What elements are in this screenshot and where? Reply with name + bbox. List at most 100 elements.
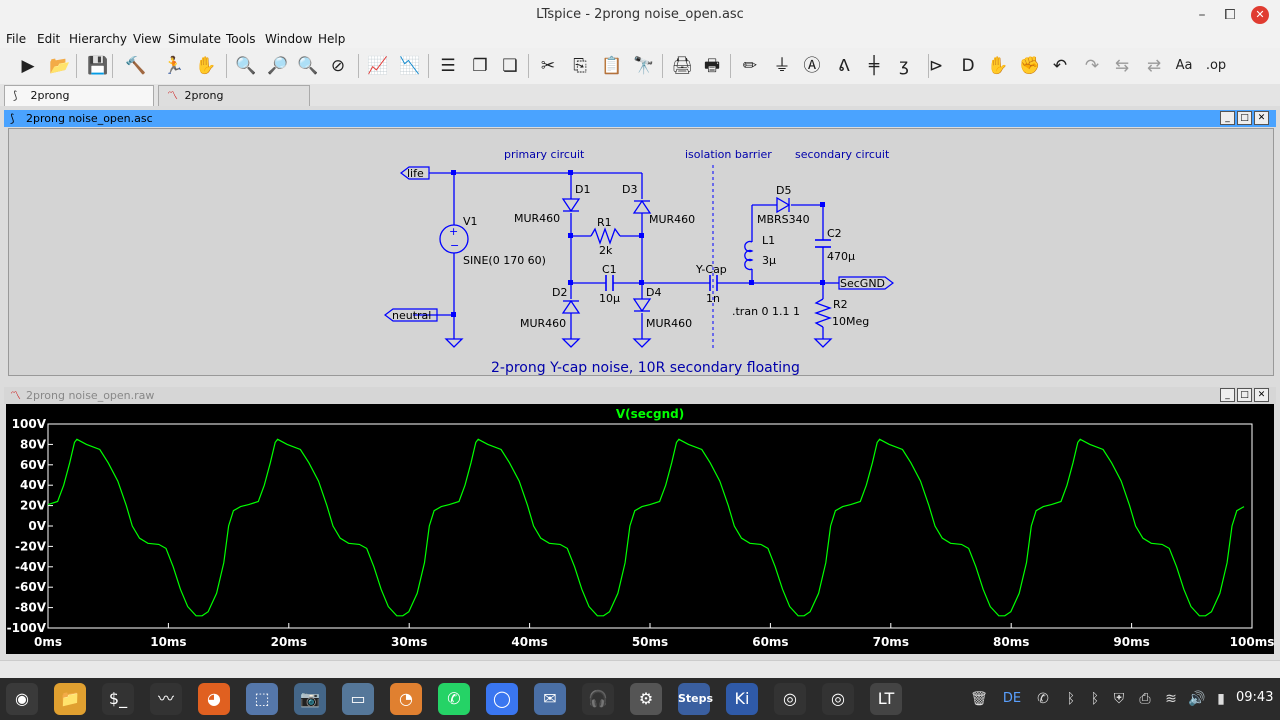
firefox-icon[interactable]: ◕ (198, 683, 230, 715)
tab-waveform[interactable]: 〽 2prong noise_open.raw (158, 85, 310, 122)
waveform-window-titlebar[interactable]: 〽 2prong noise_open.raw _ □ ✕ (4, 387, 1276, 404)
diodes[interactable] (561, 196, 791, 314)
terminal-icon[interactable]: $_ (102, 683, 134, 715)
tab-schematic[interactable]: ⟆ 2prong noise_open.asc (4, 85, 154, 122)
menu-file[interactable]: File (6, 32, 27, 46)
mdi-close-icon[interactable]: ✕ (1254, 388, 1269, 402)
schematic-canvas[interactable]: + − life neutral SecGND (8, 128, 1274, 376)
trace-vsecgnd[interactable] (47, 438, 1245, 617)
keyboard-layout[interactable]: DE (1002, 691, 1022, 706)
copy-icon[interactable]: ⎘ (573, 56, 587, 76)
clock[interactable]: 09:43 (1236, 690, 1274, 705)
steps-icon[interactable]: Steps (678, 683, 713, 715)
menu-view[interactable]: View (133, 32, 162, 46)
component-icon[interactable]: D (961, 56, 975, 76)
tile-horizontal-icon[interactable]: ☰ (440, 56, 456, 76)
run-icon[interactable]: ▶ (21, 56, 35, 76)
screenshot-icon[interactable]: ⬚ (246, 683, 278, 715)
mdi-minimize-icon[interactable]: _ (1220, 111, 1235, 125)
zoom-area-icon[interactable]: 🔎 (267, 56, 289, 76)
signal-icon[interactable]: ◯ (486, 683, 518, 715)
drive-icon[interactable]: ▭ (342, 683, 374, 715)
text-icon[interactable]: Aa (1175, 58, 1193, 73)
print-preview-icon[interactable]: 🖶 (703, 56, 721, 76)
inductor-icon[interactable]: ʒ (899, 56, 909, 76)
ground-icon[interactable]: ⏚ (773, 56, 791, 76)
ltspice-icon[interactable]: LT (870, 683, 902, 715)
resistor-icon[interactable]: ᕕ (838, 56, 850, 76)
whatsapp-tray-icon[interactable]: ✆ (1037, 691, 1049, 707)
find-icon[interactable]: 🔭 (633, 56, 655, 76)
d3-ref: D3 (622, 183, 637, 196)
rotate-icon[interactable]: ⇆ (1114, 56, 1130, 76)
spice-directive-icon[interactable]: .op (1205, 58, 1227, 73)
trace-label-vsecgnd[interactable]: V(secgnd) (616, 407, 684, 421)
mirror-icon[interactable]: ⇄ (1146, 56, 1162, 76)
fft-icon[interactable]: 📉 (399, 56, 421, 76)
bluetooth-icon[interactable]: ᛒ (1066, 691, 1076, 707)
mdi-maximize-icon[interactable]: □ (1237, 111, 1252, 125)
move-icon[interactable]: ✋ (987, 56, 1009, 76)
save-icon[interactable]: 💾 (87, 56, 109, 76)
minimize-icon[interactable]: – (1198, 7, 1206, 23)
mdi-minimize-icon[interactable]: _ (1220, 388, 1235, 402)
kicad-icon[interactable]: Ki (726, 683, 758, 715)
volume-icon[interactable]: 🔊 (1188, 691, 1206, 707)
diode-icon[interactable]: ⊳ (928, 56, 944, 76)
capacitor-icon[interactable]: ╪ (868, 56, 880, 76)
maximize-icon[interactable]: ⧠ (1224, 7, 1236, 23)
draw-wire-icon[interactable]: ✏ (742, 56, 758, 76)
paste-icon[interactable]: 📋 (601, 56, 623, 76)
schematic-window-titlebar[interactable]: ⟆ 2prong noise_open.asc _ □ ✕ (4, 110, 1276, 127)
webcam-icon[interactable]: ◎ (774, 683, 806, 715)
menu-hierarchy[interactable]: Hierarchy (69, 32, 128, 46)
autorange-icon[interactable]: 📈 (367, 56, 389, 76)
control-panel-icon[interactable]: 🔨 (125, 56, 147, 76)
printer-icon[interactable]: ⎙ (1139, 691, 1151, 707)
trash-icon[interactable]: 🗑 (970, 691, 988, 707)
zoom-out-icon[interactable]: 🔍 (297, 56, 319, 76)
halt-icon[interactable]: 🏃 (163, 56, 185, 76)
settings-icon[interactable]: ⚙ (630, 683, 662, 715)
menu-edit[interactable]: Edit (37, 32, 61, 46)
print-icon[interactable]: 🖨 (671, 56, 693, 76)
headphones-icon[interactable]: 🎧 (582, 683, 614, 715)
close-windows-icon[interactable]: ❏ (502, 56, 518, 76)
mdi-maximize-icon[interactable]: □ (1237, 388, 1252, 402)
menu-help[interactable]: Help (318, 32, 346, 46)
files-icon[interactable]: 📁 (54, 683, 86, 715)
mail-icon[interactable]: ✉ (534, 683, 566, 715)
ycap-value: 1n (706, 292, 720, 305)
pan-icon[interactable]: ✋ (195, 56, 217, 76)
webcam2-icon[interactable]: ◎ (822, 683, 854, 715)
zoom-in-icon[interactable]: 🔍 (235, 56, 257, 76)
shield-icon[interactable]: ⛨ (1113, 691, 1125, 707)
mdi-close-icon[interactable]: ✕ (1254, 111, 1269, 125)
mint-menu-icon[interactable]: ◉ (6, 683, 38, 715)
drag-icon[interactable]: ✊ (1019, 56, 1041, 76)
blender-icon[interactable]: ◔ (390, 683, 422, 715)
system-monitor-icon[interactable]: 〰 (150, 683, 182, 715)
redo-icon[interactable]: ↷ (1084, 56, 1100, 76)
label-net-icon[interactable]: Ⓐ (803, 56, 821, 76)
cut-icon[interactable]: ✂ (540, 56, 556, 76)
voltage-source-v1[interactable]: + − (439, 224, 469, 254)
wifi-icon[interactable]: ≋ (1165, 691, 1177, 707)
menu-tools[interactable]: Tools (226, 32, 256, 46)
bluetooth2-icon[interactable]: ᛒ (1090, 691, 1100, 707)
cascade-icon[interactable]: ❐ (472, 56, 488, 76)
camera-icon[interactable]: 📷 (294, 683, 326, 715)
whatsapp-icon[interactable]: ✆ (438, 683, 470, 715)
close-icon[interactable]: ✕ (1251, 6, 1269, 24)
menu-simulate[interactable]: Simulate (168, 32, 222, 46)
d4-ref: D4 (646, 286, 661, 299)
undo-icon[interactable]: ↶ (1052, 56, 1068, 76)
tran-directive[interactable]: .tran 0 1.1 1 (732, 305, 800, 318)
zoom-cancel-icon[interactable]: ⊘ (330, 56, 346, 76)
menu-window[interactable]: Window (265, 32, 313, 46)
battery-icon[interactable]: ▮ (1217, 691, 1225, 707)
open-icon[interactable]: 📂 (49, 56, 71, 76)
capacitors[interactable] (605, 239, 831, 291)
r2-ref: R2 (833, 298, 848, 311)
